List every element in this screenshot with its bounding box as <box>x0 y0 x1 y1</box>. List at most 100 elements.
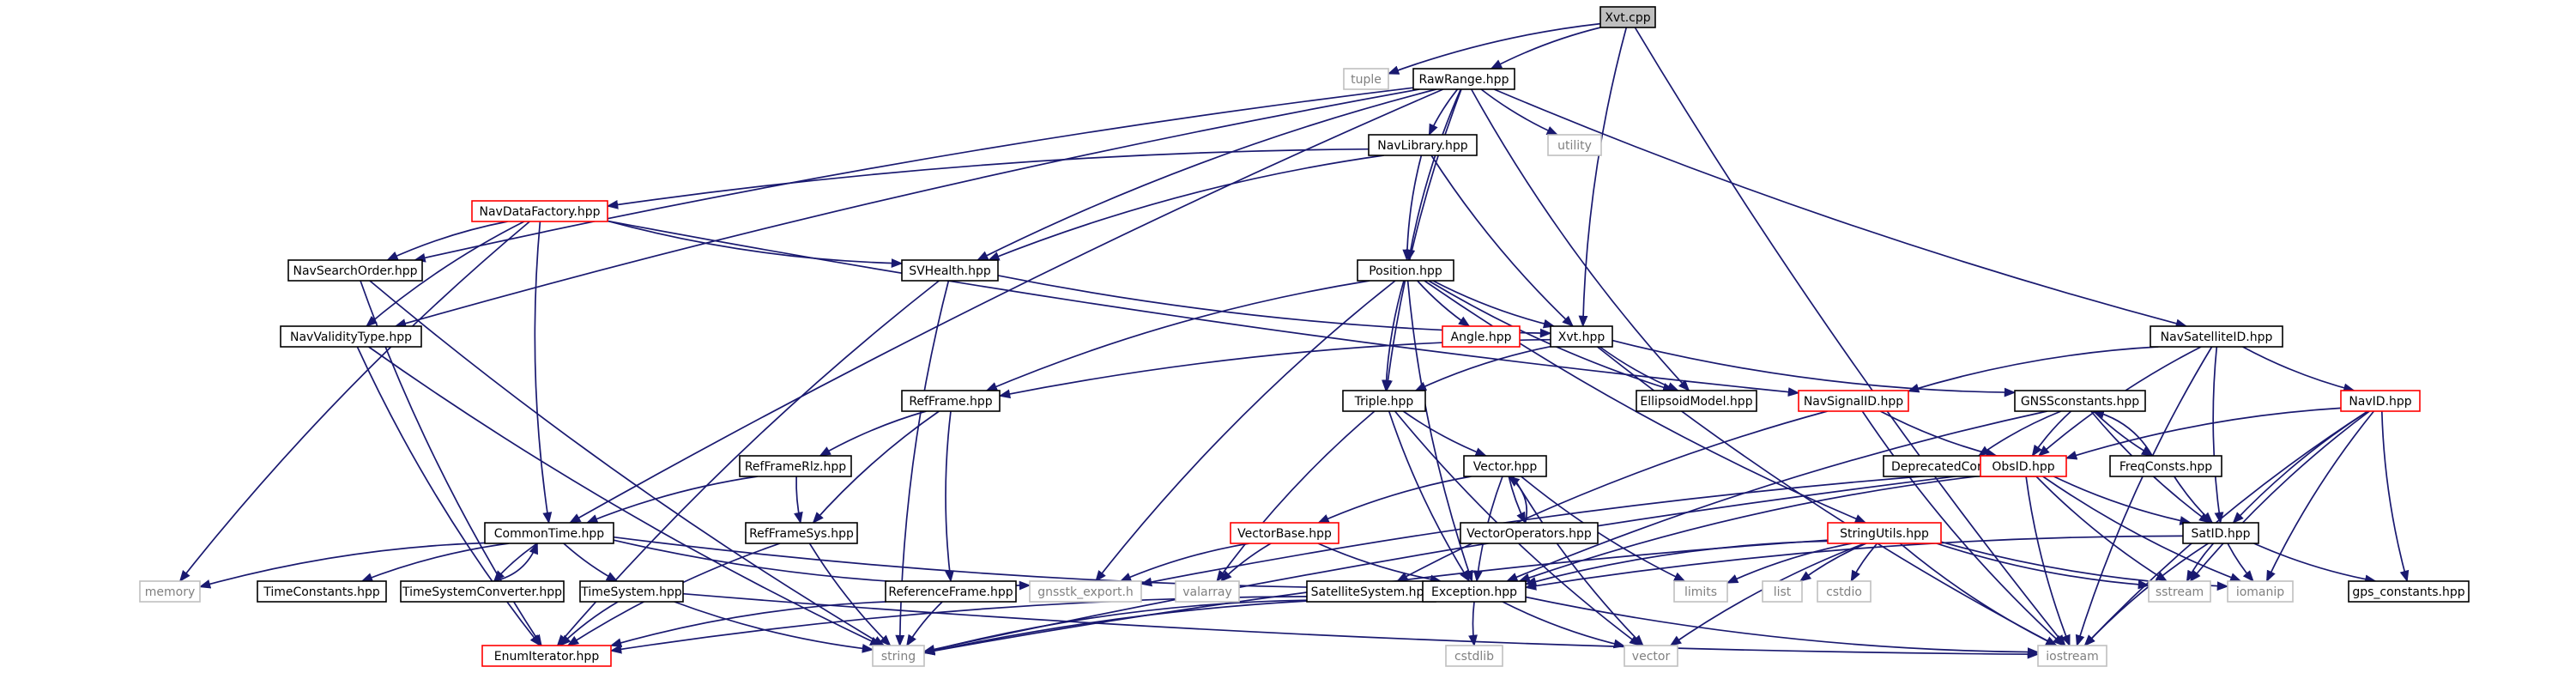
node-gps_constants[interactable]: gps_constants.hpp <box>2348 580 2470 603</box>
edge-commontime-to-timesystemconverter <box>493 543 538 583</box>
edge-xvt_hpp-to-gnssconstants <box>1612 339 2017 397</box>
node-limits[interactable]: limits <box>1673 580 1728 603</box>
node-label-position: Position.hpp <box>1369 264 1442 278</box>
node-label-triple: Triple.hpp <box>1354 395 1414 409</box>
node-vectoroperators[interactable]: VectorOperators.hpp <box>1460 522 1599 544</box>
node-xvt_cpp[interactable]: Xvt.cpp <box>1599 6 1656 28</box>
node-satid[interactable]: SatID.hpp <box>2182 522 2259 544</box>
edge-navid-to-iostream <box>2083 410 2368 646</box>
node-timeconstants[interactable]: TimeConstants.hpp <box>257 580 387 603</box>
node-vector_hpp[interactable]: Vector.hpp <box>1463 455 1547 477</box>
node-box-iomanip <box>2227 580 2294 603</box>
node-memory[interactable]: memory <box>139 580 201 603</box>
node-label-utility: utility <box>1557 139 1592 153</box>
edge-xvt_hpp-to-refframe <box>998 338 1551 399</box>
node-box-commontime <box>484 522 614 544</box>
node-commontime[interactable]: CommonTime.hpp <box>484 522 614 544</box>
node-navsignalid[interactable]: NavSignalID.hpp <box>1798 390 1909 412</box>
node-sstream[interactable]: sstream <box>2148 580 2211 603</box>
node-box-vector_hpp <box>1463 455 1547 477</box>
edge-navdatafactory-to-memory <box>178 221 530 583</box>
edge-refframerlz-to-commontime <box>585 476 758 524</box>
node-label-limits: limits <box>1684 585 1717 599</box>
edge-triple-to-vector_hpp <box>1402 410 1487 457</box>
node-label-freqconsts: FreqConsts.hpp <box>2119 460 2212 474</box>
node-box-freqconsts <box>2109 455 2222 477</box>
node-navsearchorder[interactable]: NavSearchOrder.hpp <box>287 259 423 282</box>
node-position[interactable]: Position.hpp <box>1357 259 1454 282</box>
edge-referenceframe-to-enumiterator <box>609 601 886 647</box>
node-box-rawrange <box>1412 68 1515 90</box>
node-box-refframesys <box>745 522 858 544</box>
node-refframe[interactable]: RefFrame.hpp <box>901 390 1001 412</box>
edge-refframerlz-to-refframesys <box>794 476 803 524</box>
node-box-timesystem <box>579 580 684 603</box>
node-timesystem[interactable]: TimeSystem.hpp <box>579 580 684 603</box>
edge-navid-to-obsid <box>2065 407 2342 460</box>
node-label-stringutils: StringUtils.hpp <box>1840 527 1929 541</box>
node-iomanip[interactable]: iomanip <box>2227 580 2294 603</box>
dependency-nodes: Xvt.cpp tuple RawRange.hpp utility NavLibrar… <box>139 6 2470 667</box>
node-string[interactable]: string <box>872 645 925 667</box>
node-box-navvaliditytype <box>280 325 422 348</box>
node-navlibrary[interactable]: NavLibrary.hpp <box>1368 134 1478 156</box>
node-refframesys[interactable]: RefFrameSys.hpp <box>745 522 858 544</box>
edge-navdatafactory-to-commontime <box>534 221 553 524</box>
node-vector[interactable]: vector <box>1624 645 1678 667</box>
node-gnsstk_export[interactable]: gnsstk_export.h <box>1029 580 1142 603</box>
edge-gnssconstants-to-deprecatedconsts <box>1977 410 2062 457</box>
node-label-navvaliditytype: NavValidityType.hpp <box>290 330 412 344</box>
node-exception[interactable]: Exception.hpp <box>1422 580 1527 603</box>
edge-commontime-to-exception <box>613 536 1424 593</box>
node-angle[interactable]: Angle.hpp <box>1442 325 1521 348</box>
node-tuple[interactable]: tuple <box>1343 68 1389 90</box>
node-label-obsid: ObsID.hpp <box>1992 460 2054 474</box>
edge-freqconsts-to-satid <box>2174 476 2214 524</box>
node-navsatelliteid[interactable]: NavSatelliteID.hpp <box>2150 325 2283 348</box>
node-rawrange[interactable]: RawRange.hpp <box>1412 68 1515 90</box>
edge-obsid-to-satid <box>2053 476 2192 525</box>
edge-obsid-to-iomanip <box>2042 476 2242 582</box>
edge-xvt_cpp-to-xvt_hpp <box>1578 27 1628 328</box>
edge-xvt_cpp-to-tuple <box>1387 22 1601 75</box>
node-label-timesystem: TimeSystem.hpp <box>580 585 682 599</box>
node-triple[interactable]: Triple.hpp <box>1342 390 1426 412</box>
edge-rawrange-to-commontime <box>569 88 1444 524</box>
node-xvt_hpp[interactable]: Xvt.hpp <box>1550 325 1613 348</box>
node-enumiterator[interactable]: EnumIterator.hpp <box>481 645 612 667</box>
node-satellitesystem[interactable]: SatelliteSystem.hpp <box>1306 580 1436 603</box>
node-cstdio[interactable]: cstdio <box>1817 580 1872 603</box>
node-obsid[interactable]: ObsID.hpp <box>1980 455 2067 477</box>
edge-position-to-gnsstk_export <box>1095 280 1396 583</box>
node-label-memory: memory <box>145 585 196 599</box>
node-navid[interactable]: NavID.hpp <box>2340 390 2421 412</box>
node-box-gnssconstants <box>2014 390 2146 412</box>
node-label-iostream: iostream <box>2046 650 2099 664</box>
node-label-gnssconstants: GNSSconstants.hpp <box>2021 395 2139 409</box>
node-referenceframe[interactable]: ReferenceFrame.hpp <box>885 580 1017 603</box>
node-iostream[interactable]: iostream <box>2037 645 2107 667</box>
node-gnssconstants[interactable]: GNSSconstants.hpp <box>2014 390 2146 412</box>
node-vectorbase[interactable]: VectorBase.hpp <box>1230 522 1339 544</box>
node-svhealth[interactable]: SVHealth.hpp <box>901 259 999 282</box>
node-freqconsts[interactable]: FreqConsts.hpp <box>2109 455 2222 477</box>
node-cstdlib[interactable]: cstdlib <box>1445 645 1503 667</box>
edge-navsatelliteid-to-iostream <box>2075 346 2213 647</box>
node-label-gps_constants: gps_constants.hpp <box>2352 585 2464 599</box>
node-ellipsoidmodel[interactable]: EllipsoidModel.hpp <box>1636 390 1757 412</box>
edge-exception-to-string <box>922 596 1424 656</box>
node-label-navlibrary: NavLibrary.hpp <box>1377 139 1468 153</box>
node-refframerlz[interactable]: RefFrameRlz.hpp <box>739 455 852 477</box>
node-box-triple <box>1342 390 1426 412</box>
node-valarray[interactable]: valarray <box>1175 580 1240 603</box>
node-label-tuple: tuple <box>1351 73 1382 87</box>
node-navvaliditytype[interactable]: NavValidityType.hpp <box>280 325 422 348</box>
edge-rawrange-to-svhealth <box>976 88 1437 261</box>
node-list[interactable]: list <box>1762 580 1803 603</box>
edge-obsid-to-gnsstk_export <box>1140 470 1981 587</box>
edge-exception-to-cstdlib <box>1468 601 1478 647</box>
node-navdatafactory[interactable]: NavDataFactory.hpp <box>471 200 608 222</box>
node-timesystemconverter[interactable]: TimeSystemConverter.hpp <box>400 580 565 603</box>
node-utility[interactable]: utility <box>1547 134 1602 156</box>
node-stringutils[interactable]: StringUtils.hpp <box>1827 522 1942 544</box>
